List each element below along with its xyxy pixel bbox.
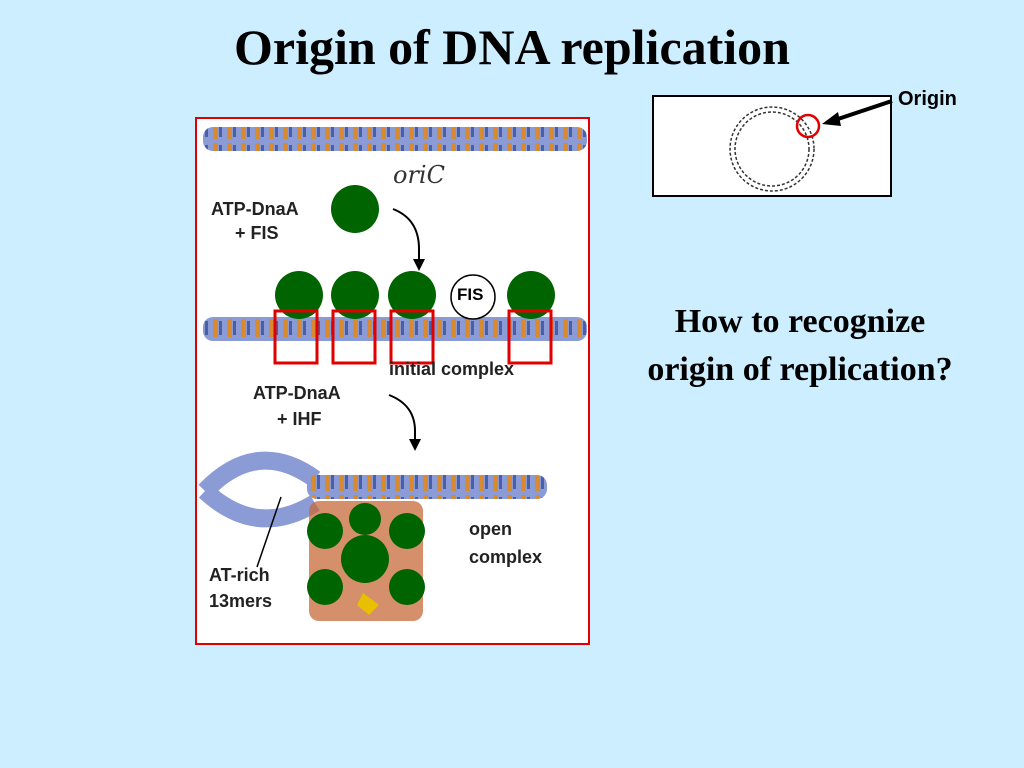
slide-title: Origin of DNA replication (233, 19, 790, 75)
step2-arrow-head (409, 439, 421, 451)
binding-box-1 (273, 309, 319, 365)
dnaa-protein-2 (331, 271, 379, 319)
dnaa-protein-4 (507, 271, 555, 319)
at-rich-pointer (256, 496, 282, 568)
binding-box-3 (389, 309, 435, 365)
circular-chromosome-drawing (729, 106, 821, 192)
dna-melted-bubble-bottom (198, 484, 320, 528)
open-complex-label-line2: complex (469, 547, 543, 567)
ihf-protein (357, 593, 379, 615)
fis-protein (450, 274, 496, 320)
binding-box-2 (331, 309, 377, 365)
circular-chromosome-inset (652, 95, 892, 197)
step1-label-line1: ATP-DnaA (211, 199, 299, 219)
step1-arrow (392, 208, 420, 267)
open-complex-dnaa-1 (307, 513, 343, 549)
fis-label: FIS (457, 285, 484, 304)
replication-initiation-panel: oriC ATP-DnaA + FIS FIS initial complex … (195, 117, 590, 645)
initial-complex-label: initial complex (389, 359, 515, 379)
dnaa-protein-free (331, 185, 379, 233)
dnaa-protein-3 (388, 271, 436, 319)
open-complex-label-line1: open (469, 519, 512, 539)
question-text: How to recognize origin of replication? (600, 298, 1000, 394)
oric-label: oriC (393, 161, 445, 189)
step1-label-line2: + FIS (235, 223, 279, 243)
chromosome-circle (729, 106, 815, 192)
open-complex-dnaa-4 (307, 569, 343, 605)
dna-strand-bottom (307, 475, 547, 499)
step1-arrow-head (413, 259, 425, 271)
step2-label-line2: + IHF (277, 409, 322, 429)
at-rich-label-line2: 13mers (209, 591, 273, 611)
origin-marker-circle (795, 113, 821, 139)
open-complex-dnaa-2 (389, 513, 425, 549)
binding-box-4 (507, 309, 553, 365)
chromosome-circle-inner (734, 111, 810, 187)
question-line-1: How to recognize (674, 303, 926, 340)
dnaa-protein-1 (275, 271, 323, 319)
open-complex-dnaa-3 (341, 535, 389, 583)
dna-melted-bubble-top (198, 451, 321, 498)
question-line-2: origin of replication? (647, 351, 953, 388)
dna-strand-top (203, 127, 587, 151)
open-complex-dnaa-6 (349, 503, 381, 535)
origin-label: Origin (898, 88, 957, 110)
dna-strand-middle (203, 317, 587, 341)
step2-arrow (388, 394, 416, 447)
replication-initiation-drawing (198, 127, 587, 621)
open-complex-dnaa-5 (389, 569, 425, 605)
step2-label-line1: ATP-DnaA (253, 383, 341, 403)
at-rich-label-line1: AT-rich (209, 565, 270, 585)
